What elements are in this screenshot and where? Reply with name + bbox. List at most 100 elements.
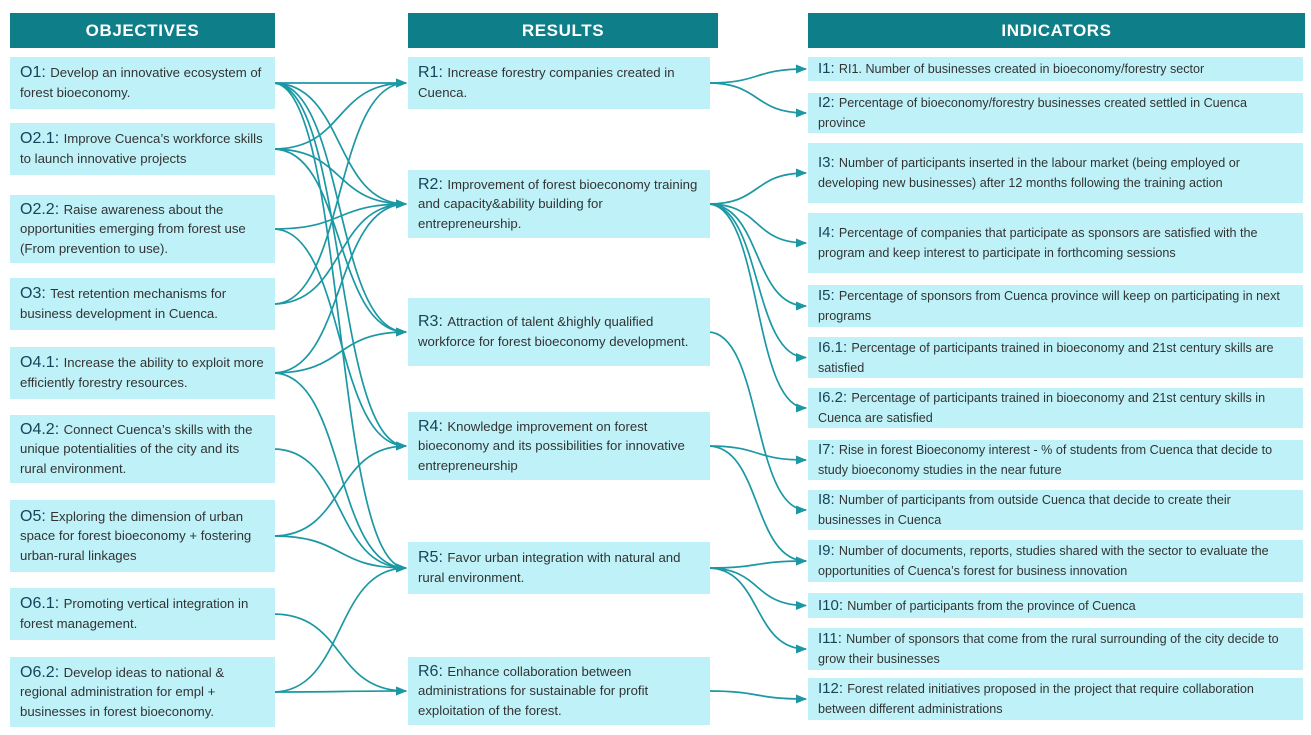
indicator-box-i4: I4: Percentage of companies that partici…: [808, 213, 1303, 273]
objective-text: Test retention mechanisms for business d…: [20, 286, 227, 321]
connector-o4-1-r5: [272, 372, 407, 573]
indicator-box-i9: I9: Number of documents, reports, studie…: [808, 540, 1303, 582]
connector-o1-r5: [272, 82, 407, 573]
objective-label: O1:: [20, 64, 51, 82]
connector-r6-i12: [707, 690, 807, 704]
indicator-box-i6-1: I6.1: Percentage of participants trained…: [808, 337, 1303, 378]
objective-label: O2.1:: [20, 130, 64, 148]
connector-o2-1-r3: [272, 148, 407, 337]
objective-label: O2.2:: [20, 200, 64, 218]
connector-r5-i10: [707, 567, 807, 610]
indicator-label: I1:: [818, 60, 839, 78]
connector-o4-1-r2: [272, 199, 407, 374]
connector-o1-r3: [272, 82, 407, 337]
objective-text: Develop ideas to national & regional adm…: [20, 664, 225, 719]
indicator-text: Percentage of participants trained in bi…: [818, 391, 1266, 425]
indicator-label: I2:: [818, 94, 839, 112]
indicator-text: Number of participants inserted in the l…: [818, 156, 1240, 190]
connector-o1-r2: [272, 82, 407, 209]
result-box-r1: R1: Increase forestry companies created …: [408, 57, 710, 109]
objective-text: Promoting vertical integration in forest…: [20, 596, 249, 631]
connector-r1-i1: [707, 64, 807, 84]
indicator-box-i5: I5: Percentage of sponsors from Cuenca p…: [808, 285, 1303, 327]
indicator-box-i10: I10: Number of participants from the pro…: [808, 593, 1303, 618]
connector-o1-r4: [272, 82, 407, 451]
connector-r2-i3: [707, 168, 807, 205]
result-text: Favor urban integration with natural and…: [418, 550, 681, 585]
result-text: Improvement of forest bioeconomy trainin…: [418, 176, 698, 231]
connector-o4-1-r3: [272, 327, 407, 374]
objective-label: O6.1:: [20, 595, 64, 613]
objective-label: O6.2:: [20, 663, 64, 681]
objective-text: Increase the ability to exploit more eff…: [20, 355, 264, 390]
objectives-header: OBJECTIVES: [10, 13, 275, 48]
connector-r2-i4: [707, 203, 807, 248]
connector-r2-i6-1: [707, 203, 807, 362]
indicators-header: INDICATORS: [808, 13, 1305, 48]
result-label: R2:: [418, 175, 448, 193]
objective-box-o1: O1: Develop an innovative ecosystem of f…: [10, 57, 275, 109]
objective-label: O4.1:: [20, 354, 64, 372]
connector-o6-2-r5: [272, 563, 407, 693]
indicator-text: Number of sponsors that come from the ru…: [818, 632, 1279, 666]
objective-text: Raise awareness about the opportunities …: [20, 201, 246, 256]
indicator-text: Forest related initiatives proposed in t…: [818, 682, 1254, 716]
objective-text: Connect Cuenca’s skills with the unique …: [20, 421, 253, 476]
objective-text: Develop an innovative ecosystem of fores…: [20, 65, 262, 100]
result-label: R1:: [418, 64, 448, 82]
results-header: RESULTS: [408, 13, 718, 48]
indicator-label: I12:: [818, 680, 848, 698]
result-box-r3: R3: Attraction of talent &highly qualifi…: [408, 298, 710, 366]
indicator-box-i1: I1: RI1. Number of businesses created in…: [808, 57, 1303, 81]
result-label: R6:: [418, 662, 448, 680]
objective-label: O5:: [20, 507, 51, 525]
connector-r2-i5: [707, 203, 807, 311]
result-label: R5:: [418, 549, 448, 567]
indicator-text: Number of documents, reports, studies sh…: [818, 544, 1269, 578]
objective-label: O4.2:: [20, 420, 64, 438]
connector-o6-1-r6: [272, 613, 407, 696]
result-text: Enhance collaboration between administra…: [418, 663, 649, 718]
indicator-label: I8:: [818, 491, 839, 509]
objective-label: O3:: [20, 285, 51, 303]
connector-r3-i8: [707, 331, 807, 515]
indicator-label: I6.1:: [818, 338, 852, 356]
result-text: Knowledge improvement on forest bioecono…: [418, 418, 685, 473]
connector-o2-1-r1: [272, 78, 407, 150]
indicator-box-i7: I7: Rise in forest Bioeconomy interest -…: [808, 440, 1303, 480]
indicator-text: Percentage of sponsors from Cuenca provi…: [818, 289, 1280, 323]
indicator-label: I5:: [818, 287, 839, 305]
result-label: R3:: [418, 313, 448, 331]
indicator-box-i6-2: I6.2: Percentage of participants trained…: [808, 388, 1303, 428]
result-text: Increase forestry companies created in C…: [418, 65, 675, 100]
indicator-label: I11:: [818, 630, 847, 648]
result-label: R4:: [418, 417, 448, 435]
indicator-text: RI1. Number of businesses created in bio…: [838, 62, 1205, 77]
connector-r5-i9: [707, 556, 807, 569]
indicator-text: Percentage of bioeconomy/forestry busine…: [818, 96, 1247, 130]
indicator-label: I9:: [818, 542, 839, 560]
indicator-text: Number of participants from the province…: [847, 598, 1136, 613]
indicator-label: I4:: [818, 224, 839, 242]
connector-o5-r4: [272, 441, 407, 537]
objective-box-o4-1: O4.1: Increase the ability to exploit mo…: [10, 347, 275, 399]
objective-box-o2-2: O2.2: Raise awareness about the opportun…: [10, 195, 275, 263]
indicator-box-i11: I11: Number of sponsors that come from t…: [808, 628, 1303, 670]
connector-o2-1-r2: [272, 148, 407, 209]
connector-o6-2-r6: [272, 686, 407, 696]
connector-r4-i9: [707, 445, 807, 566]
connector-r1-i2: [707, 82, 807, 118]
objective-text: Improve Cuenca’s workforce skills to lau…: [20, 131, 263, 166]
indicator-box-i2: I2: Percentage of bioeconomy/forestry bu…: [808, 93, 1303, 133]
connector-r4-i7: [707, 445, 807, 465]
indicator-label: I7:: [818, 441, 839, 459]
connector-o5-r5: [272, 535, 407, 573]
indicator-box-i3: I3: Number of participants inserted in t…: [808, 143, 1303, 203]
connector-o4-2-r5: [272, 448, 407, 573]
objective-box-o6-1: O6.1: Promoting vertical integration in …: [10, 588, 275, 640]
indicator-text: Percentage of companies that participate…: [818, 226, 1258, 260]
objective-box-o6-2: O6.2: Develop ideas to national & region…: [10, 657, 275, 727]
indicator-text: Number of participants from outside Cuen…: [818, 493, 1231, 527]
